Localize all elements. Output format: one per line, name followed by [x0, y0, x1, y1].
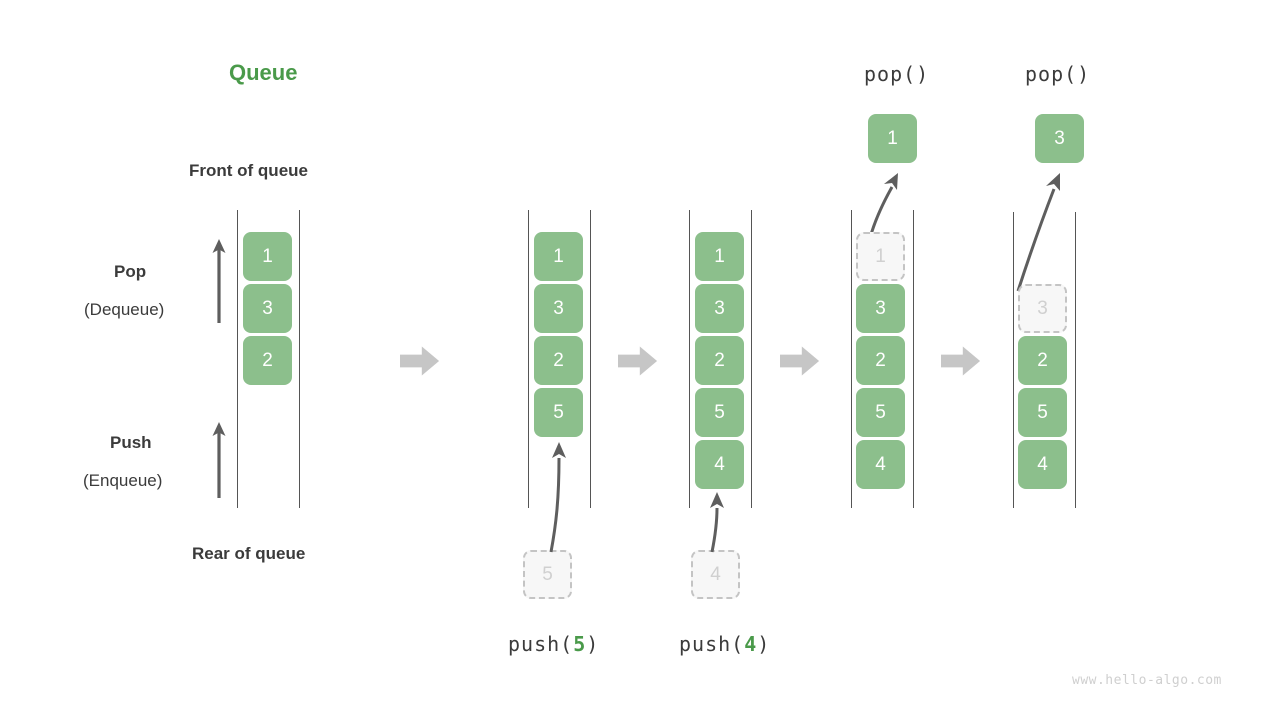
- step-arrow-icon: [618, 346, 658, 376]
- queue-cell: 3: [534, 284, 583, 333]
- push-5-prefix: push(: [508, 632, 574, 656]
- push-4-operation-label: push(4): [679, 632, 770, 656]
- queue-cell: 4: [1018, 440, 1067, 489]
- push-5-suffix: ): [586, 632, 600, 656]
- pop-operation-label: pop(): [864, 62, 930, 86]
- queue-cell: 5: [695, 388, 744, 437]
- queue-cell-new: 4: [695, 440, 744, 489]
- queue-rail-left: [851, 210, 852, 508]
- queue-rail-left: [1013, 212, 1014, 508]
- push-4-prefix: push(: [679, 632, 745, 656]
- queue-ghost-cell: 1: [856, 232, 905, 281]
- queue-rail-right: [913, 210, 914, 508]
- push-4-suffix: ): [757, 632, 771, 656]
- pop-motion-arrow: [1016, 173, 1060, 292]
- front-of-queue-label: Front of queue: [189, 161, 308, 180]
- rear-of-queue-label: Rear of queue: [192, 544, 306, 563]
- queue-cell: 3: [243, 284, 292, 333]
- queue-cell: 3: [856, 284, 905, 333]
- queue-cell: 1: [534, 232, 583, 281]
- popped-element: 1: [868, 114, 917, 163]
- queue-cell: 3: [695, 284, 744, 333]
- queue-rail-right: [299, 210, 300, 508]
- watermark: www.hello-algo.com: [1072, 673, 1222, 688]
- queue-rail-right: [590, 210, 591, 508]
- step-arrow-icon: [941, 346, 981, 376]
- queue-cell: 4: [856, 440, 905, 489]
- queue-rail-right: [751, 210, 752, 508]
- pop-motion-arrow: [868, 173, 898, 239]
- queue-cell: 1: [243, 232, 292, 281]
- pop-label: Pop: [114, 262, 147, 281]
- queue-cell: 5: [856, 388, 905, 437]
- enqueue-label: (Enqueue): [83, 471, 163, 490]
- push-5-value: 5: [573, 632, 587, 656]
- queue-cell: 2: [1018, 336, 1067, 385]
- push-4-value: 4: [744, 632, 758, 656]
- push-5-operation-label: push(5): [508, 632, 599, 656]
- queue-rail-left: [528, 210, 529, 508]
- push-direction-arrow: [212, 422, 226, 498]
- pop-operation-label: pop(): [1025, 62, 1091, 86]
- diagram-title: Queue: [229, 60, 298, 85]
- queue-ghost-cell: 4: [691, 550, 740, 599]
- push-label: Push: [110, 433, 152, 452]
- pop-direction-arrow: [212, 239, 226, 323]
- queue-cell: 1: [695, 232, 744, 281]
- queue-ghost-cell: 5: [523, 550, 572, 599]
- queue-rail-right: [1075, 212, 1076, 508]
- step-arrow-icon: [400, 346, 440, 376]
- dequeue-label: (Dequeue): [84, 300, 165, 319]
- queue-rail-left: [689, 210, 690, 508]
- queue-cell: 5: [1018, 388, 1067, 437]
- popped-element: 3: [1035, 114, 1084, 163]
- queue-cell: 2: [534, 336, 583, 385]
- push-motion-arrow: [710, 492, 724, 553]
- push-motion-arrow: [549, 442, 566, 553]
- queue-cell: 2: [695, 336, 744, 385]
- queue-ghost-cell: 3: [1018, 284, 1067, 333]
- queue-cell: 2: [856, 336, 905, 385]
- queue-cell-new: 5: [534, 388, 583, 437]
- queue-cell: 2: [243, 336, 292, 385]
- queue-rail-left: [237, 210, 238, 508]
- step-arrow-icon: [780, 346, 820, 376]
